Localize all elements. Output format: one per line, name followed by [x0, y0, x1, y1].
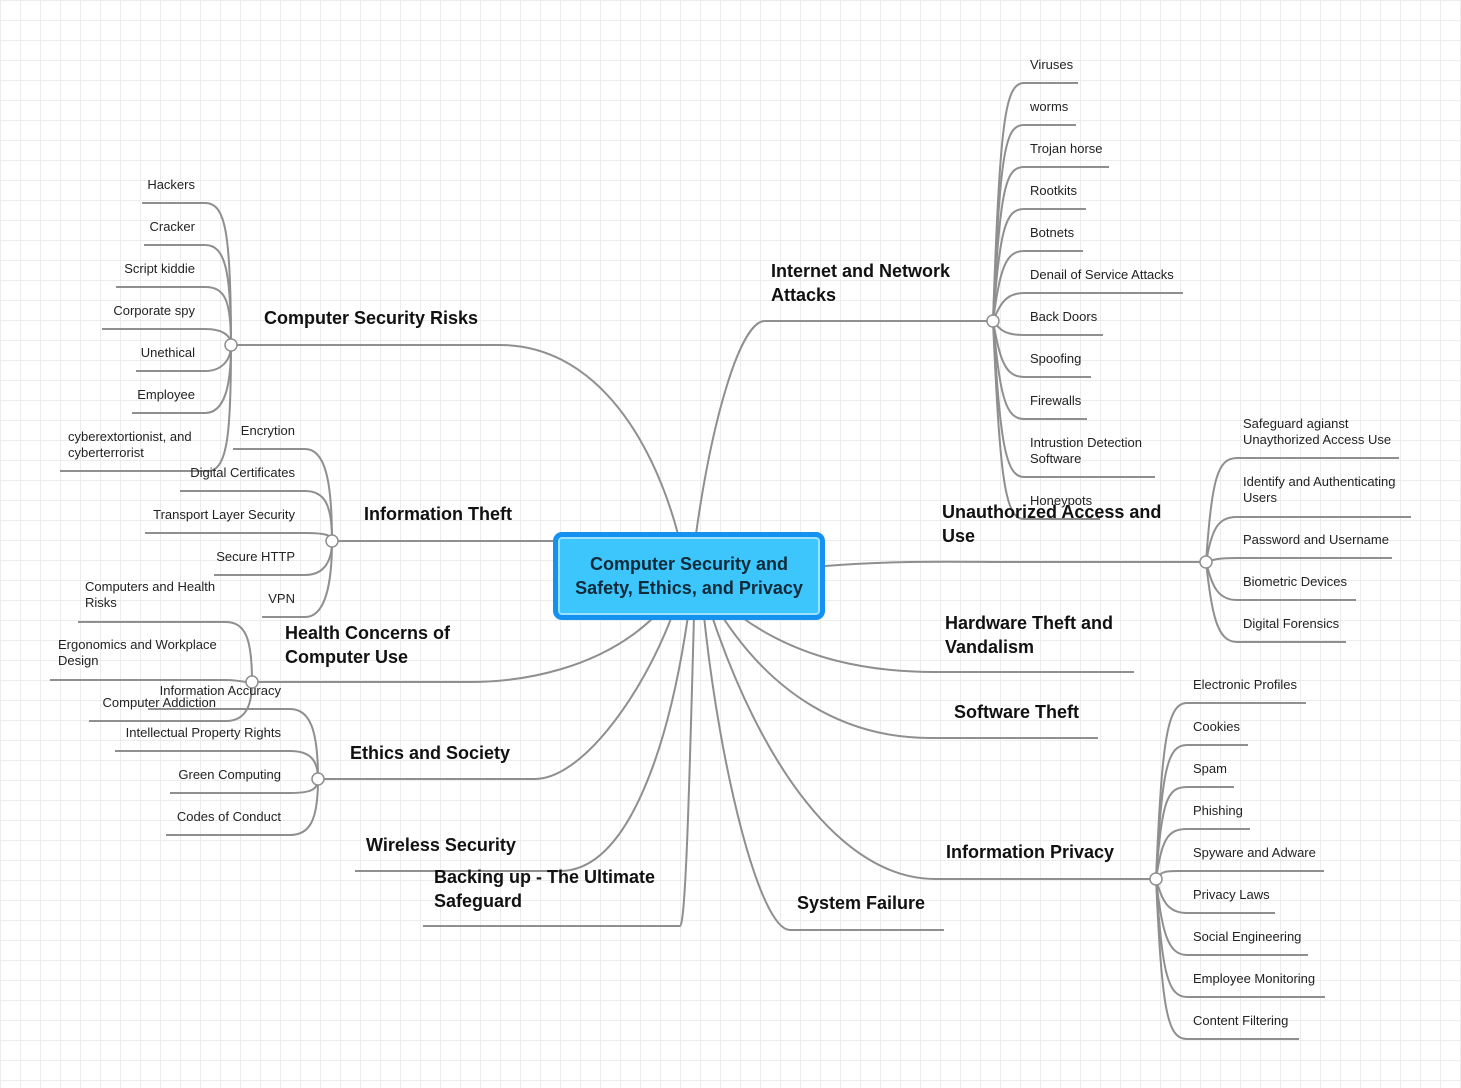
topic-software-theft[interactable]: Software Theft — [954, 702, 1080, 722]
leaf-safeguard-unauthorized[interactable]: Safeguard agianst Unaythorized Access Us… — [1243, 416, 1392, 447]
leaf-cookies[interactable]: Cookies — [1193, 719, 1240, 734]
leaf-unethical[interactable]: Unethical — [140, 345, 195, 360]
central-topic-node[interactable]: Computer Security and Safety, Ethics, an… — [553, 532, 825, 620]
leaf-codes-of-conduct[interactable]: Codes of Conduct — [176, 809, 281, 824]
leaf-encrytion[interactable]: Encrytion — [240, 423, 295, 438]
leaf-worms[interactable]: worms — [1030, 99, 1069, 114]
leaf-password-username[interactable]: Password and Username — [1243, 532, 1389, 547]
leaf-viruses[interactable]: Viruses — [1030, 57, 1074, 72]
leaf-identify-authenticate[interactable]: Identify and Authenticating Users — [1243, 474, 1396, 505]
leaf-employee-monitoring[interactable]: Employee Monitoring — [1193, 971, 1316, 986]
leaf-spam[interactable]: Spam — [1193, 761, 1227, 776]
topic-backing-up[interactable]: Backing up - The Ultimate Safeguard — [434, 867, 656, 911]
leaf-intellectual-property[interactable]: Intellectual Property Rights — [125, 725, 281, 740]
topic-system-failure[interactable]: System Failure — [797, 893, 926, 913]
leaf-digital-forensics[interactable]: Digital Forensics — [1243, 616, 1340, 631]
collapse-toggle-unauthorized-access — [1199, 555, 1213, 569]
leaf-spoofing[interactable]: Spoofing — [1030, 351, 1082, 366]
collapse-toggle-information-theft — [325, 534, 339, 548]
topic-health-concerns[interactable]: Health Concerns of Computer Use — [285, 623, 451, 667]
central-topic-label: Computer Security and Safety, Ethics, an… — [575, 554, 803, 598]
leaf-computers-health-risks[interactable]: Computers and Health Risks — [85, 579, 216, 610]
leaf-botnets[interactable]: Botnets — [1030, 225, 1075, 240]
topic-computer-security-risks[interactable]: Computer Security Risks — [264, 308, 479, 328]
leaf-vpn[interactable]: VPN — [268, 591, 295, 606]
leaf-transport-layer-security[interactable]: Transport Layer Security — [153, 507, 295, 522]
topic-wireless-security[interactable]: Wireless Security — [366, 835, 516, 855]
topic-unauthorized-access[interactable]: Unauthorized Access and Use — [942, 502, 1162, 546]
leaf-cracker[interactable]: Cracker — [149, 219, 195, 234]
topic-information-theft[interactable]: Information Theft — [364, 504, 512, 524]
leaf-cyberextortionist[interactable]: cyberextortionist, and cyberterrorist — [68, 429, 192, 460]
leaf-trojan-horse[interactable]: Trojan horse — [1030, 141, 1103, 156]
leaf-electronic-profiles[interactable]: Electronic Profiles — [1193, 677, 1298, 692]
leaf-phishing[interactable]: Phishing — [1193, 803, 1243, 818]
leaf-secure-http[interactable]: Secure HTTP — [216, 549, 295, 564]
collapse-toggle-internet-attacks — [986, 314, 1000, 328]
leaf-content-filtering[interactable]: Content Filtering — [1193, 1013, 1289, 1028]
collapse-toggle-health-concerns — [245, 675, 259, 689]
leaf-information-accuracy[interactable]: Information Accuracy — [159, 683, 281, 698]
leaf-firewalls[interactable]: Firewalls — [1030, 393, 1082, 408]
leaf-biometric-devices[interactable]: Biometric Devices — [1243, 574, 1348, 589]
collapse-toggle-security-risks — [224, 338, 238, 352]
leaf-hackers[interactable]: Hackers — [147, 177, 195, 192]
collapse-toggle-ethics — [311, 772, 325, 786]
leaf-script-kiddie[interactable]: Script kiddie — [124, 261, 195, 276]
leaf-denial-of-service[interactable]: Denail of Service Attacks — [1030, 267, 1174, 282]
collapse-toggle-information-privacy — [1149, 872, 1163, 886]
topic-internet-network-attacks[interactable]: Internet and Network Attacks — [771, 261, 951, 305]
leaf-digital-certificates[interactable]: Digital Certificates — [190, 465, 295, 480]
leaf-back-doors[interactable]: Back Doors — [1030, 309, 1098, 324]
leaf-rootkits[interactable]: Rootkits — [1030, 183, 1077, 198]
leaf-employee[interactable]: Employee — [137, 387, 195, 402]
leaf-corporate-spy[interactable]: Corporate spy — [113, 303, 195, 318]
leaf-intrusion-detection[interactable]: Intrustion Detection Software — [1030, 435, 1143, 466]
leaf-social-engineering[interactable]: Social Engineering — [1193, 929, 1302, 944]
leaf-ergonomics[interactable]: Ergonomics and Workplace Design — [58, 637, 217, 668]
topic-ethics-and-society[interactable]: Ethics and Society — [350, 743, 511, 763]
topic-information-privacy[interactable]: Information Privacy — [946, 842, 1115, 862]
leaf-privacy-laws[interactable]: Privacy Laws — [1193, 887, 1270, 902]
leaf-honeypots[interactable]: Honeypots — [1030, 493, 1093, 508]
leaf-computer-addiction[interactable]: Computer Addiction — [102, 695, 216, 710]
leaf-green-computing[interactable]: Green Computing — [178, 767, 281, 782]
topic-hardware-theft[interactable]: Hardware Theft and Vandalism — [945, 613, 1114, 657]
leaf-spyware-adware[interactable]: Spyware and Adware — [1193, 845, 1316, 860]
